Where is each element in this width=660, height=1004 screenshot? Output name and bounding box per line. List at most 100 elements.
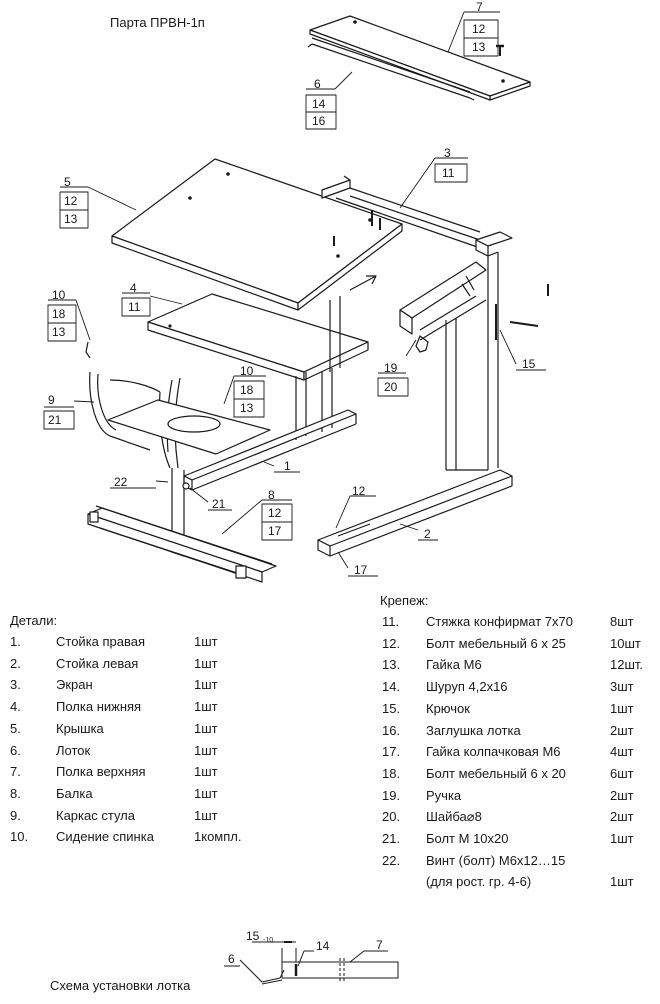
callout-9-label: 9	[48, 393, 55, 407]
part-num: 4.	[10, 699, 21, 715]
fastener-qty: 1шт	[610, 700, 634, 716]
callout-12-label: 12	[352, 484, 366, 498]
part-num: 2.	[10, 655, 21, 671]
chair-part	[85, 341, 271, 490]
fastener-name: (для рост. гр. 4-6)	[426, 874, 532, 890]
fastener-name: Болт М 10х20	[426, 831, 509, 846]
fastener-qty: 4шт	[610, 744, 634, 760]
callout-10a-ref-2: 13	[52, 325, 66, 339]
callout-3-label: 3	[444, 146, 451, 160]
callout-8-ref-2: 17	[268, 524, 282, 538]
callout-8-label: 8	[268, 488, 275, 502]
part-qty: 1шт	[194, 807, 218, 823]
tray-dimension: 15	[246, 929, 260, 943]
part-row: 1. Стойка правая 1шт	[0, 633, 660, 651]
callout-17-label: 17	[354, 563, 368, 577]
leader-lines	[73, 11, 517, 569]
fastener-row: 22.Винт (болт) М6х12…15	[0, 852, 660, 870]
fastener-row: 13. Гайка М6 12шт.	[0, 656, 660, 674]
fastener-num: 19.	[382, 787, 401, 803]
callout-10b-ref-2: 13	[240, 401, 254, 415]
callout-4-label: 4	[130, 281, 137, 295]
part-qty: 1шт	[194, 655, 218, 671]
callout-5-label: 5	[64, 175, 71, 189]
fastener-qty: 2шт	[610, 787, 634, 803]
part-name: Экран	[56, 677, 93, 693]
tray-dimension-sub: -10	[263, 937, 273, 944]
lower-shelf-part	[147, 293, 369, 381]
fastener-row: 12. Болт мебельный 6 х 25 10шт	[0, 635, 660, 653]
fastener-name: Шайба⌀8	[426, 809, 482, 825]
fastener-num: 16.	[382, 722, 401, 738]
callout-6-label: 6	[314, 77, 321, 91]
screen-and-frame-part	[317, 175, 549, 557]
part-name: Крышка	[56, 720, 104, 736]
fastener-name: Гайка М6	[426, 657, 482, 673]
part-name: Стойка правая	[56, 634, 146, 649]
part-name: Полка нижняя	[56, 699, 142, 715]
callout-10b-ref-1: 18	[240, 383, 254, 397]
fastener-num: 18.	[382, 765, 401, 781]
fastener-num: 13.	[382, 657, 401, 673]
part-num: 8.	[10, 785, 21, 801]
fastener-num: 22.	[382, 852, 401, 868]
fastener-qty: 1шт	[610, 831, 634, 846]
part-qty: 1шт	[194, 634, 218, 649]
part-name: Балка	[56, 785, 93, 801]
fastener-name: Ручка	[426, 787, 462, 803]
fastener-qty: 12шт.	[610, 657, 644, 673]
upper-shelf-part	[307, 15, 531, 101]
part-name: Лоток	[56, 742, 91, 758]
callout-19-label: 19	[384, 361, 398, 375]
callout-6-ref-2: 16	[312, 114, 326, 128]
callout-8-ref-1: 12	[268, 506, 282, 520]
callout-7-label: 7	[476, 0, 483, 14]
part-row: 2. Стойка левая 1шт	[0, 655, 660, 673]
fastener-num: 12.	[382, 635, 401, 651]
fastener-num: 21.	[382, 831, 401, 846]
fastener-num: 17.	[382, 744, 401, 760]
fastener-qty: 2шт	[610, 809, 634, 825]
table-top-part	[111, 158, 403, 311]
part-name: Полка верхняя	[56, 764, 146, 780]
part-num: 3.	[10, 677, 21, 693]
part-num: 5.	[10, 720, 21, 736]
fasteners-heading: Крепеж:	[380, 593, 429, 608]
parts-heading: Детали:	[10, 613, 58, 628]
part-qty: 1шт	[194, 785, 218, 801]
part-qty: 1компл.	[194, 829, 242, 845]
callout-3-ref-1: 11	[442, 166, 455, 180]
callout-19-ref-1: 20	[384, 380, 398, 394]
fastener-row: (для рост. гр. 4-6)1шт	[0, 873, 660, 891]
page-title: Парта ПРВН-1п	[110, 15, 205, 30]
callout-10a-ref-1: 18	[52, 307, 66, 321]
part-num: 10.	[10, 829, 29, 845]
part-qty: 1шт	[194, 699, 218, 715]
part-num: 6.	[10, 742, 21, 758]
callout-10b-label: 10	[240, 364, 254, 378]
fastener-name: Болт мебельный 6 х 25	[426, 635, 566, 651]
callout-7-ref-1: 12	[472, 22, 486, 36]
tray-label-14: 14	[316, 939, 330, 953]
part-name: Стойка левая	[56, 655, 139, 671]
callout-21-label: 21	[212, 497, 226, 511]
callout-6-ref-1: 14	[312, 97, 326, 111]
callout-9-ref-1: 21	[48, 413, 62, 427]
part-row: 8. Балка 1шт	[0, 785, 660, 803]
part-num: 1.	[10, 634, 21, 649]
callout-5-ref-2: 13	[64, 212, 78, 226]
fastener-name: Крючок	[426, 700, 470, 716]
tray-label-7: 7	[376, 938, 383, 952]
fastener-qty: 10шт	[610, 635, 641, 651]
callout-22-label: 22	[114, 475, 128, 489]
